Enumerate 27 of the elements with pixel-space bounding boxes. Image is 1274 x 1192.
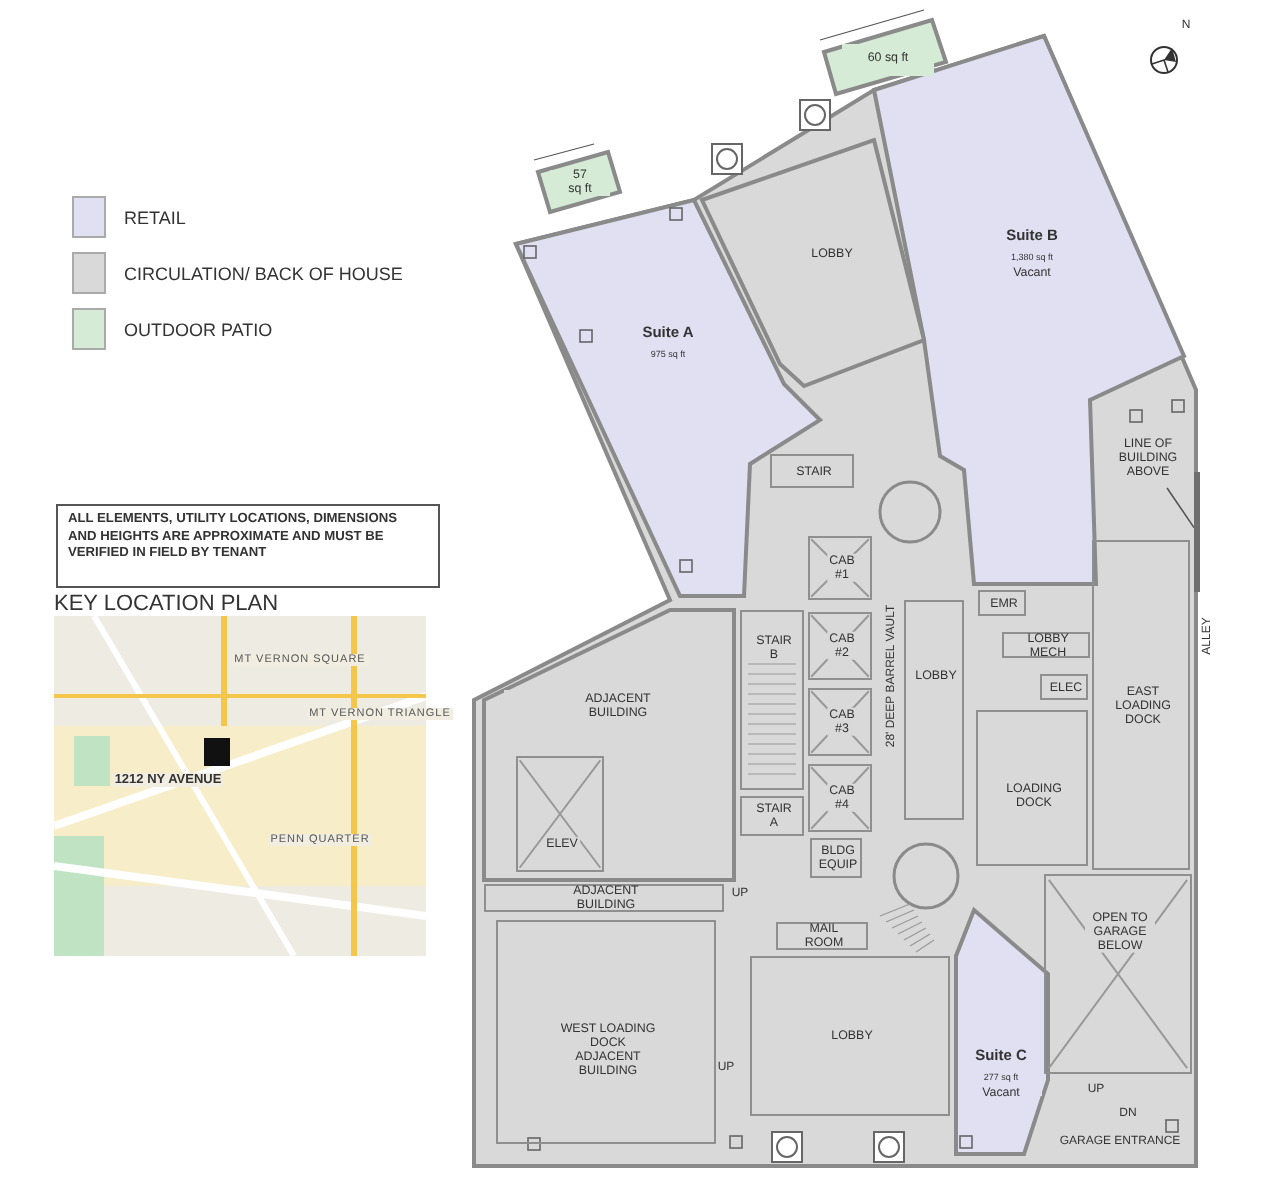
- legend-label: OUTDOOR PATIO: [124, 319, 273, 339]
- room-outline: [1044, 874, 1192, 1074]
- room-outline: [1040, 674, 1088, 700]
- room-outline: [750, 956, 950, 1116]
- room-outline: [808, 536, 872, 600]
- room-outline: [776, 922, 868, 950]
- room-outline: [740, 610, 804, 790]
- room-outline: [1002, 632, 1090, 658]
- legend-label: CIRCULATION/ BACK OF HOUSE: [124, 263, 403, 283]
- room-outline: [740, 796, 804, 836]
- building-line: [1194, 472, 1200, 592]
- room-outline: [808, 612, 872, 680]
- room-outline: [496, 920, 716, 1144]
- room-outline: [978, 590, 1026, 616]
- room-outline: [808, 764, 872, 832]
- room-outline: [516, 756, 604, 872]
- section-heading: KEY LOCATION PLAN: [52, 592, 281, 616]
- legend-label: RETAIL: [124, 207, 186, 227]
- room-outline: [904, 600, 964, 820]
- room-outline: [770, 454, 854, 488]
- room-outline: [976, 710, 1088, 866]
- note-box: [56, 504, 440, 588]
- room-outline: [1092, 540, 1190, 870]
- room-outline: [484, 884, 724, 912]
- room-outline: [808, 688, 872, 756]
- leader-line: [1166, 487, 1195, 529]
- patio-area: [550, 170, 610, 196]
